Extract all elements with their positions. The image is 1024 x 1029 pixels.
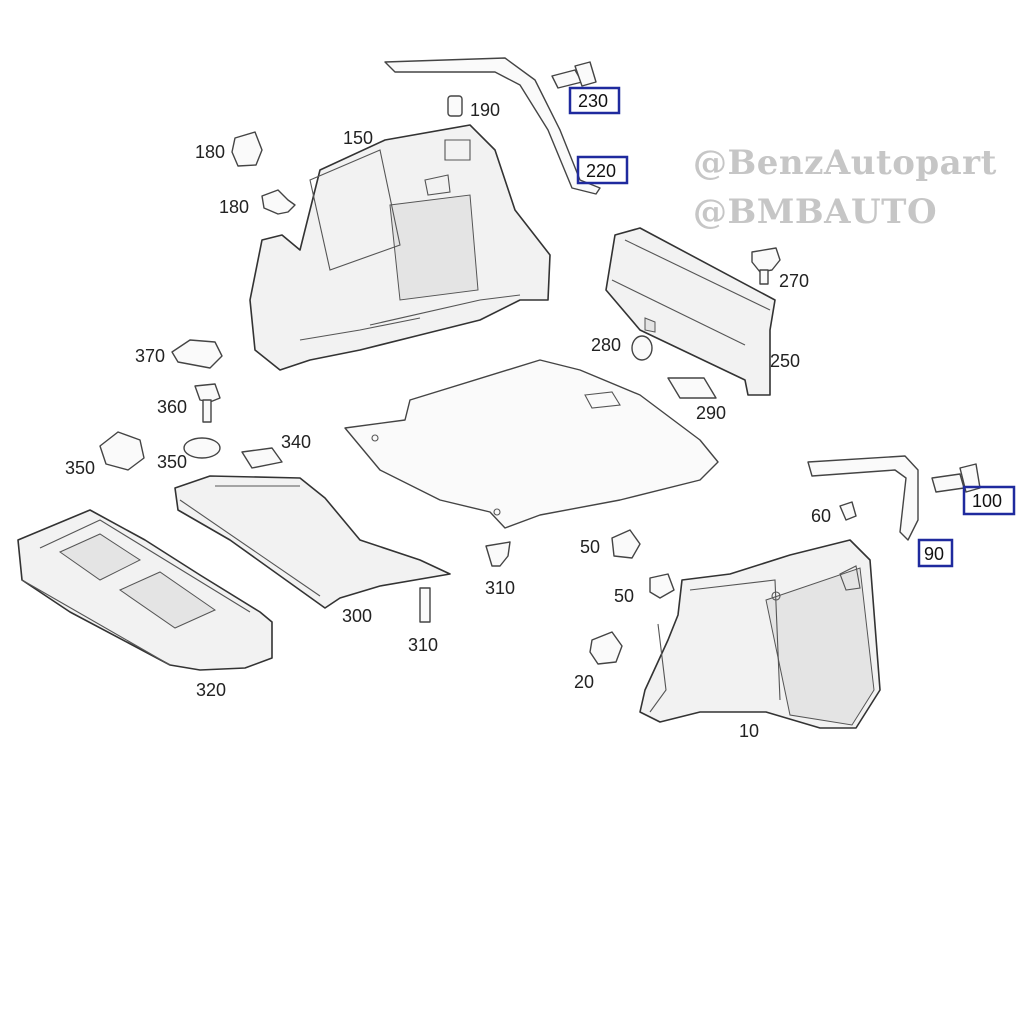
part-100-clip — [931, 463, 981, 493]
part-370-cover — [171, 339, 223, 369]
part-90-trim-strip — [807, 455, 919, 541]
left-trunk-side-panel — [249, 124, 551, 371]
highlight-box-230 — [568, 86, 621, 115]
label-370: 370 — [135, 346, 165, 366]
part-60-clip — [839, 501, 857, 521]
part-20-clip — [589, 631, 623, 665]
part-250-rear-panel-cover — [605, 227, 776, 396]
part-labels: 230 220 190 150 180 180 270 280 250 290 … — [65, 91, 1002, 741]
label-100: 100 — [972, 491, 1002, 511]
highlight-box-220 — [576, 155, 629, 185]
label-20: 20 — [574, 672, 594, 692]
part-290-pad — [667, 377, 717, 399]
label-50-bottom: 50 — [614, 586, 634, 606]
highlight-boxes — [568, 86, 1016, 568]
label-220: 220 — [586, 161, 616, 181]
part-350-ring — [183, 437, 221, 459]
label-300: 300 — [342, 606, 372, 626]
label-270: 270 — [779, 271, 809, 291]
label-190: 190 — [470, 100, 500, 120]
part-280-button — [631, 335, 653, 361]
label-230: 230 — [578, 91, 608, 111]
label-180-top: 180 — [195, 142, 225, 162]
label-90: 90 — [924, 544, 944, 564]
label-310-lower: 310 — [408, 635, 438, 655]
label-180-bottom: 180 — [219, 197, 249, 217]
label-320: 320 — [196, 680, 226, 700]
label-350-right: 350 — [157, 452, 187, 472]
part-310-clip-center — [485, 541, 511, 567]
label-50-top: 50 — [580, 537, 600, 557]
part-350-hook — [99, 431, 145, 471]
watermark-bmbauto: @BMBAUTO — [693, 192, 938, 232]
part-340-plate — [241, 447, 283, 469]
part-230-clip — [551, 61, 597, 89]
highlight-box-100 — [962, 485, 1016, 516]
part-270-clip — [751, 247, 781, 285]
label-150: 150 — [343, 128, 373, 148]
label-10: 10 — [739, 721, 759, 741]
highlight-box-90 — [917, 538, 954, 568]
label-250: 250 — [770, 351, 800, 371]
label-60: 60 — [811, 506, 831, 526]
part-190-plug — [447, 95, 463, 117]
label-360: 360 — [157, 397, 187, 417]
label-310-center: 310 — [485, 578, 515, 598]
label-340: 340 — [281, 432, 311, 452]
label-290: 290 — [696, 403, 726, 423]
label-280: 280 — [591, 335, 621, 355]
part-50-clips — [611, 529, 675, 599]
watermark-benzautopart: @BenzAutopart — [693, 143, 997, 183]
part-300-sill-trim — [174, 475, 451, 609]
trunk-floor-mat — [344, 359, 719, 529]
part-310-clip-lower — [419, 587, 431, 623]
part-360-bolt — [194, 383, 221, 423]
label-350-left: 350 — [65, 458, 95, 478]
part-10-right-trunk-side-panel — [639, 539, 881, 729]
part-180-clips — [231, 131, 296, 215]
part-320-storage-tray — [17, 509, 273, 671]
